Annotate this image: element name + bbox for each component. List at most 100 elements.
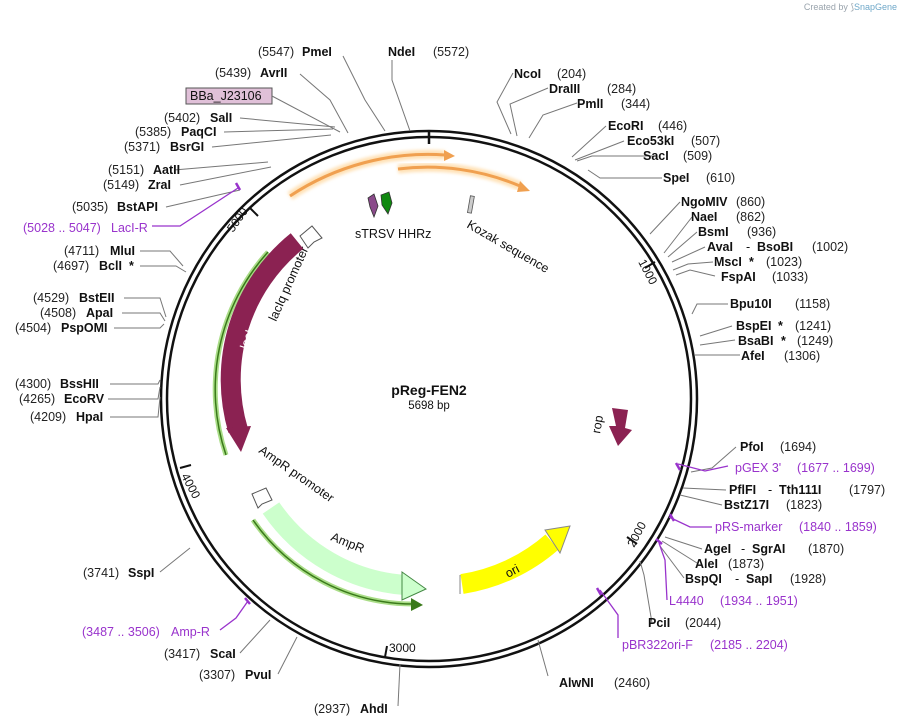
- enzyme-leaders: [108, 55, 740, 707]
- enzyme-pflFI-pos: (1797): [849, 483, 885, 497]
- enzyme-pciI-pos: (2044): [685, 616, 721, 630]
- enzyme-bclI-pos: (4697): [53, 259, 89, 273]
- ampR-label: AmpR: [329, 530, 366, 556]
- ribozyme-green-arrow: [380, 191, 393, 215]
- created-by-text: Created by: [803, 2, 848, 12]
- snapgene-label: SnapGene: [853, 2, 897, 12]
- enzyme-bspEI-star: *: [778, 319, 783, 333]
- enzyme-aleI: AleI: [695, 557, 718, 571]
- enzyme-bssHII: BssHII: [60, 377, 99, 391]
- enzyme-pciI: PciI: [648, 616, 670, 630]
- enzyme-bsoBI: BsoBI: [757, 240, 793, 254]
- enzyme-bstEII: BstEII: [79, 291, 114, 305]
- enzyme-ahdI: AhdI: [360, 702, 388, 716]
- enzyme-speI-pos: (610): [706, 171, 735, 185]
- plasmid-size: 5698 bp: [408, 400, 450, 412]
- enzyme-mscI-pos: (1023): [766, 255, 802, 269]
- enzyme-zraI-pos: (5149): [103, 178, 139, 192]
- enzyme-afeI: AfeI: [741, 349, 765, 363]
- ori-feature: [459, 525, 571, 594]
- enzyme-avaI-pos: (1002): [812, 240, 848, 254]
- snapgene-logo-icon: ⟆: [850, 2, 854, 12]
- primer-pgex3-range: (1677 .. 1699): [797, 461, 875, 475]
- enzyme-zraI: ZraI: [148, 178, 171, 192]
- ampR-feature: [250, 502, 427, 611]
- enzyme-ecoRI: EcoRI: [608, 119, 643, 133]
- enzyme-mscI-star: *: [749, 255, 754, 269]
- enzyme-bstEII-pos: (4529): [33, 291, 69, 305]
- enzyme-scaI-pos: (3417): [164, 647, 200, 661]
- enzyme-bsmI-pos: (936): [747, 225, 776, 239]
- enzyme-hpaI-pos: (4209): [30, 410, 66, 424]
- enzyme-fspAI: FspAI: [721, 270, 756, 284]
- lacI-label: lacI: [238, 328, 257, 351]
- tick-3000: 3000: [389, 641, 416, 655]
- enzyme-salI: SalI: [210, 111, 232, 125]
- enzyme-bssHII-pos: (4300): [15, 377, 51, 391]
- enzyme-pmeI: PmeI: [302, 45, 332, 59]
- enzyme-bpu10I-pos: (1158): [795, 297, 830, 311]
- enzyme-bstZ17I: BstZ17I: [724, 498, 769, 512]
- enzyme-bstAPI-pos: (5035): [72, 200, 108, 214]
- primer-prs-marker-range: (1840 .. 1859): [799, 520, 877, 534]
- enzyme-alwNI: AlwNI: [559, 676, 594, 690]
- enzyme-avrII-pos: (5439): [215, 66, 251, 80]
- primer-pbr322ori: pBR322ori-F: [622, 638, 693, 652]
- enzyme-ngoMIV: NgoMIV: [681, 195, 728, 209]
- enzyme-pspOMI-pos: (4504): [15, 321, 51, 335]
- enzyme-bspEI-pos: (1241): [795, 319, 831, 333]
- enzyme-bstZ17I-pos: (1823): [786, 498, 822, 512]
- enzyme-avaI-dash: -: [746, 240, 750, 254]
- part-box-label: BBa_J23106: [190, 89, 262, 103]
- enzyme-sapI: SapI: [746, 572, 772, 586]
- enzyme-mluI: MluI: [110, 244, 135, 258]
- rop-label: rop: [589, 414, 606, 434]
- enzyme-scaI: ScaI: [210, 647, 236, 661]
- primer-amp-r: Amp-R: [171, 625, 210, 639]
- ampR-promoter-arrow: [251, 487, 273, 509]
- enzyme-ndeI-pos: (5572): [433, 45, 469, 59]
- enzyme-aleI-pos: (1873): [728, 557, 764, 571]
- enzyme-bsaBI-pos: (1249): [797, 334, 833, 348]
- enzyme-draIII: DraIII: [549, 82, 580, 96]
- tick-1000: 1000: [635, 257, 660, 287]
- enzyme-tth111I: Tth111I: [779, 483, 821, 497]
- enzyme-sacI: SacI: [643, 149, 669, 163]
- enzyme-ncoI: NcoI: [514, 67, 541, 81]
- enzyme-avaI: AvaI: [707, 240, 733, 254]
- ori-label: ori: [503, 562, 522, 581]
- enzyme-bpu10I: Bpu10I: [730, 297, 772, 311]
- enzyme-aatII-pos: (5151): [108, 163, 144, 177]
- enzyme-bspQI-dash: -: [735, 572, 739, 586]
- primer-l4440-range: (1934 .. 1951): [720, 594, 798, 608]
- lacIq-promoter-arrow: [299, 225, 323, 249]
- enzyme-bspQI-pos: (1928): [790, 572, 826, 586]
- primer-pgex3: pGEX 3': [735, 461, 781, 475]
- enzyme-bsrGI-pos: (5371): [124, 140, 160, 154]
- enzyme-apaI: ApaI: [86, 306, 113, 320]
- enzyme-pspOMI: PspOMI: [61, 321, 108, 335]
- snapgene-brand: Created by ⟆SnapGene: [804, 2, 897, 13]
- enzyme-naeI-pos: (862): [736, 210, 765, 224]
- ribozyme-purple-arrow: [367, 193, 379, 219]
- enzyme-pflFI: PflFI: [729, 483, 756, 497]
- enzyme-paqCI: PaqCI: [181, 125, 216, 139]
- enzyme-bclI-star: *: [129, 259, 134, 273]
- enzyme-eco53kI-pos: (507): [691, 134, 720, 148]
- enzyme-avrII: AvrII: [260, 66, 287, 80]
- enzyme-ecoRV: EcoRV: [64, 392, 105, 406]
- enzyme-pvuI-pos: (3307): [199, 668, 235, 682]
- enzyme-afeI-pos: (1306): [784, 349, 820, 363]
- enzyme-ncoI-pos: (204): [557, 67, 586, 81]
- rop-feature: [609, 408, 632, 446]
- enzyme-alwNI-pos: (2460): [614, 676, 650, 690]
- enzyme-fspAI-pos: (1033): [772, 270, 808, 284]
- enzyme-bclI: BclI: [99, 259, 122, 273]
- enzyme-naeI: NaeI: [691, 210, 717, 224]
- primer-prs-marker: pRS-marker: [715, 520, 782, 534]
- kozak-label: Kozak sequence: [465, 217, 552, 275]
- kb-ticks: [179, 207, 656, 658]
- enzyme-ngoMIV-pos: (860): [736, 195, 765, 209]
- enzyme-bstAPI: BstAPI: [117, 200, 158, 214]
